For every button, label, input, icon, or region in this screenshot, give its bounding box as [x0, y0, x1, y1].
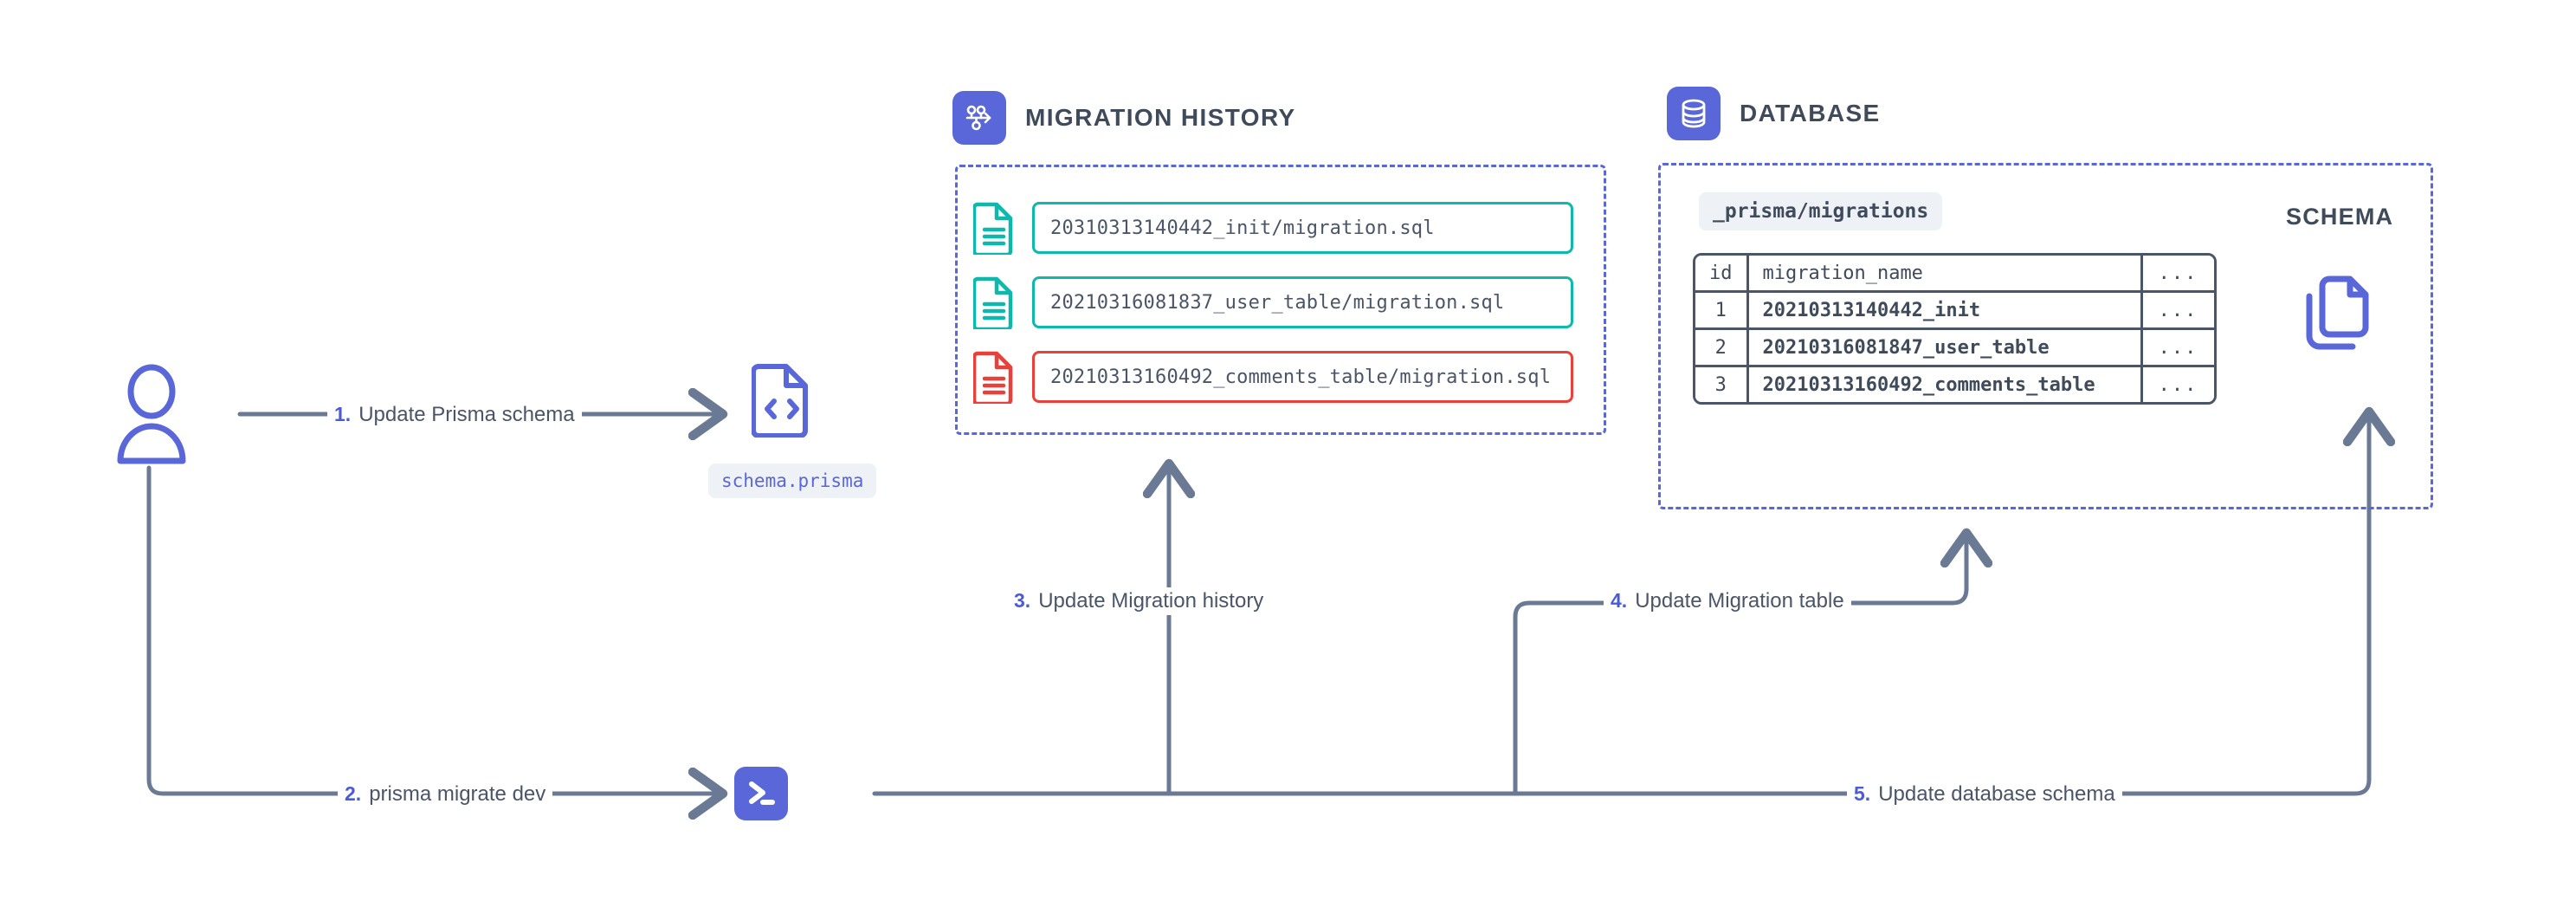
table-header-row: id migration_name ... [1695, 256, 2214, 293]
step-label-2: 2. prisma migrate dev [338, 781, 553, 808]
step-label-1: 1. Update Prisma schema [327, 401, 582, 429]
migration-file-row[interactable]: 20310313140442_init/migration.sql [973, 201, 1573, 255]
database-icon [1682, 99, 1706, 128]
cell-more: ... [2142, 293, 2214, 330]
migration-file-row[interactable]: 20210316081837_user_table/migration.sql [973, 275, 1573, 329]
code-file-icon [751, 364, 808, 438]
database-badge [1667, 87, 1721, 140]
migration-history-title: MIGRATION HISTORY [1025, 104, 1296, 131]
column-header-more: ... [2142, 256, 2214, 293]
migration-history-badge [952, 91, 1006, 145]
column-header-name: migration_name [1748, 256, 2143, 293]
cell-name: 20210316081847_user_table [1748, 330, 2143, 367]
migration-file-row[interactable]: 20210313160492_comments_table/migration.… [973, 350, 1573, 404]
step-label-5: 5. Update database schema [1847, 781, 2122, 808]
cell-name: 20210313160492_comments_table [1748, 367, 2143, 402]
column-header-id: id [1695, 256, 1749, 293]
document-icon [973, 276, 1013, 329]
cell-more: ... [2142, 330, 2214, 367]
avatar [113, 364, 190, 472]
schema-copy-icon-wrap [2290, 269, 2377, 368]
table-row: 3 20210313160492_comments_table ... [1695, 367, 2214, 402]
step-text: Update Migration table [1635, 589, 1844, 613]
migrations-table: id migration_name ... 1 20210313140442_i… [1693, 253, 2217, 405]
migration-file-name: 20210313160492_comments_table/migration.… [1032, 351, 1573, 403]
migration-file-name: 20210316081837_user_table/migration.sql [1032, 276, 1573, 328]
step-number: 2. [345, 782, 362, 805]
cell-name: 20210313140442_init [1748, 293, 2143, 330]
terminal-tile[interactable] [734, 767, 788, 820]
table-row: 1 20210313140442_init ... [1695, 293, 2214, 330]
step-number: 5. [1854, 782, 1871, 805]
cell-more: ... [2142, 367, 2214, 402]
document-icon [973, 351, 1013, 404]
git-branch-icon [965, 105, 991, 131]
database-title: DATABASE [1740, 100, 1881, 126]
step-number: 4. [1611, 589, 1628, 612]
step-number: 1. [334, 403, 352, 425]
person-icon [117, 364, 186, 464]
step-number: 3. [1014, 589, 1031, 612]
schema-prisma-file[interactable] [751, 360, 812, 442]
cell-id: 2 [1695, 330, 1749, 367]
migration-history-header: MIGRATION HISTORY [952, 91, 1296, 145]
step-label-3: 3. Update Migration history [1007, 587, 1271, 615]
step-text: Update Migration history [1038, 589, 1264, 613]
database-container [1658, 163, 2433, 509]
step-text: prisma migrate dev [369, 782, 546, 806]
schema-prisma-label: schema.prisma [708, 463, 877, 498]
cell-id: 1 [1695, 293, 1749, 330]
step-label-4: 4. Update Migration table [1604, 587, 1851, 615]
migration-file-name: 20310313140442_init/migration.sql [1032, 202, 1573, 254]
prisma-migrations-tag: _prisma/migrations [1699, 192, 1943, 230]
table-row: 2 20210316081847_user_table ... [1695, 330, 2214, 367]
schema-label: SCHEMA [2286, 204, 2394, 230]
cell-id: 3 [1695, 367, 1749, 402]
step-text: Update Prisma schema [358, 403, 575, 426]
database-header: DATABASE [1667, 87, 1881, 140]
terminal-icon [749, 781, 775, 805]
document-icon [973, 202, 1013, 255]
copy-files-icon [2306, 275, 2369, 350]
step-text: Update database schema [1878, 782, 2115, 806]
migration-history-container [955, 165, 1606, 435]
